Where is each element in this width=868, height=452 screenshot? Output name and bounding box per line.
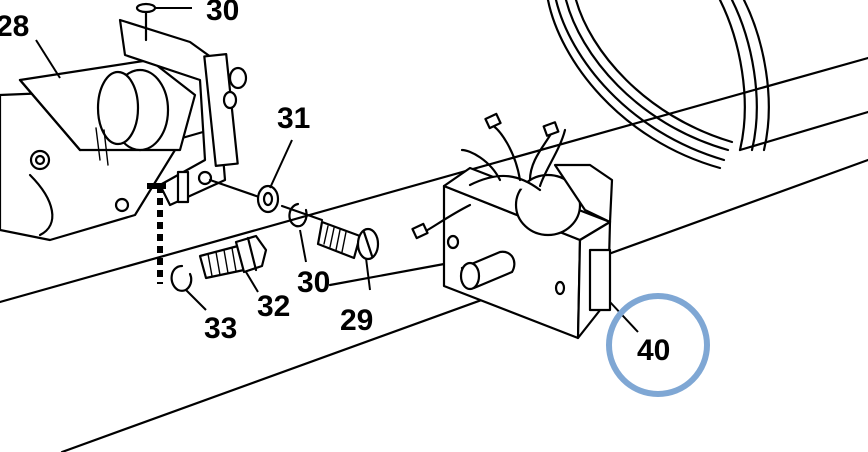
solenoid-assembly-28 <box>0 18 248 242</box>
drum-with-belt <box>546 0 868 170</box>
dashed-bracket <box>147 183 166 284</box>
callout-31: 31 <box>277 102 310 135</box>
leader-lines <box>35 7 639 333</box>
axis-line-upper-2 <box>280 204 324 222</box>
callout-32: 32 <box>257 290 290 323</box>
retaining-ring-30 <box>288 202 308 228</box>
callout-40: 40 <box>637 334 670 367</box>
solenoid-40 <box>411 112 614 340</box>
top-screw <box>135 2 157 42</box>
callout-30-mid: 30 <box>297 266 330 299</box>
highlight-circle-40 <box>606 293 710 397</box>
axis-line-upper <box>208 178 264 200</box>
callout-28: 28 <box>0 10 29 43</box>
washer-31 <box>256 184 280 214</box>
screw-29 <box>316 220 380 261</box>
bolt-32 <box>198 234 268 280</box>
retaining-ring-33 <box>170 264 193 292</box>
callout-30-top: 30 <box>206 0 239 27</box>
callout-29: 29 <box>340 304 373 337</box>
callout-33: 33 <box>204 312 237 345</box>
